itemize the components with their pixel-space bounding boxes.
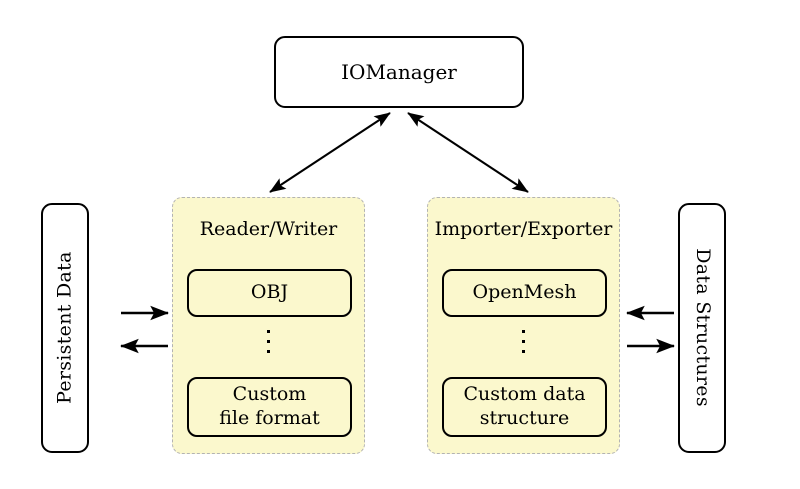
panel-reader-writer-title: Reader/Writer: [199, 218, 338, 240]
panel-reader-writer-item-obj-label: OBJ: [250, 281, 289, 304]
connector-iomanager-readerwriter: [269, 112, 391, 193]
node-persistent-data[interactable]: Persistent Data: [41, 203, 89, 453]
node-persistent-data-label: Persistent Data: [53, 251, 76, 405]
node-data-structures-label: Data Structures: [691, 248, 714, 408]
panel-importer-exporter[interactable]: Importer/Exporter OpenMesh Custom data s…: [427, 197, 620, 454]
panel-reader-writer-item-custom-file-format-line1: Custom: [232, 383, 307, 406]
panel-importer-exporter-item-custom-data-structure-line1: Custom data: [463, 383, 586, 406]
panel-importer-exporter-item-openmesh-label: OpenMesh: [472, 281, 577, 304]
panel-reader-writer-item-custom-file-format-line2: file format: [219, 407, 320, 429]
panel-importer-exporter-ellipsis-icon: [428, 330, 619, 353]
panel-reader-writer-item-custom-file-format[interactable]: Custom file format: [187, 377, 352, 437]
panel-importer-exporter-item-custom-data-structure[interactable]: Custom data structure: [442, 377, 607, 437]
connector-iomanager-importerexporter: [407, 112, 529, 193]
node-iomanager-label: IOManager: [341, 59, 457, 84]
panel-importer-exporter-title: Importer/Exporter: [434, 218, 613, 240]
panel-reader-writer-ellipsis-icon: [173, 330, 364, 353]
panel-importer-exporter-item-openmesh[interactable]: OpenMesh: [442, 269, 607, 317]
panel-importer-exporter-item-custom-data-structure-line2: structure: [479, 407, 570, 429]
panel-reader-writer[interactable]: Reader/Writer OBJ Custom file format: [172, 197, 365, 454]
node-iomanager[interactable]: IOManager: [274, 36, 524, 108]
node-data-structures[interactable]: Data Structures: [678, 203, 726, 453]
panel-reader-writer-item-obj[interactable]: OBJ: [187, 269, 352, 317]
